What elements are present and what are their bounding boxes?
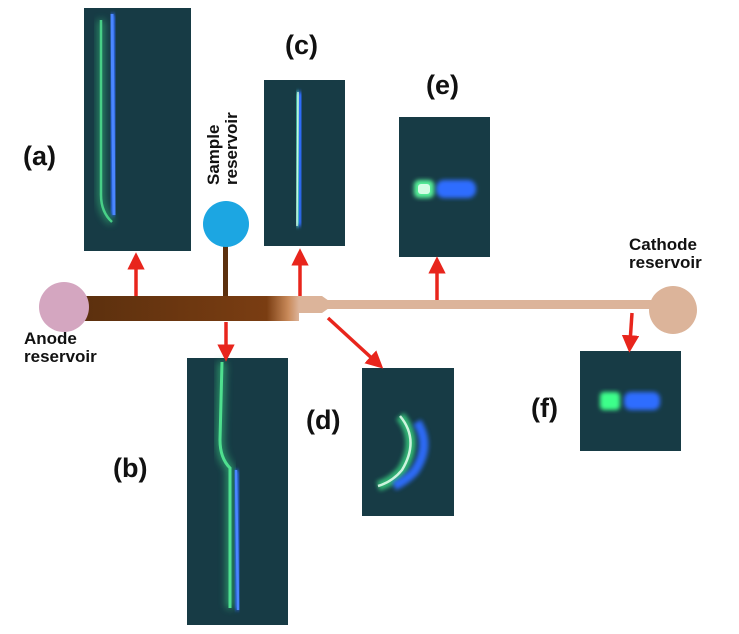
image-panel-f: [580, 351, 681, 451]
anode-side-channel: [84, 296, 299, 321]
sample-reservoir: [203, 201, 249, 247]
band-blue-core: [110, 13, 116, 216]
panel-label-c: (c): [285, 30, 318, 60]
cathode-label-line1: Cathode: [629, 235, 697, 254]
panel-label-a: (a): [23, 141, 56, 171]
cathode-side-channel: [318, 300, 656, 309]
cathode-label-line2: reservoir: [629, 252, 702, 272]
band-blue: [392, 419, 429, 491]
sample-inlet-channel: [223, 243, 228, 297]
anode-reservoir-label: Anode reservoir: [24, 330, 97, 366]
band-core: [377, 415, 412, 488]
anode-label-line2: reservoir: [24, 346, 97, 366]
channel-system: [39, 201, 697, 334]
image-panel-c: [264, 80, 345, 246]
panel-label-b: (b): [113, 453, 148, 483]
panel-label-d: (d): [306, 405, 341, 435]
image-panel-d: [362, 368, 454, 516]
image-panel-a: [84, 8, 191, 251]
panel-label-e: (e): [426, 70, 459, 100]
band-green-core: [99, 20, 113, 223]
arrow-to-d: [326, 316, 384, 369]
band-blue: [436, 180, 476, 198]
image-panel-b: [187, 358, 288, 625]
sample-label-line1: Sample: [204, 124, 223, 185]
image-panel-e: [399, 117, 490, 257]
cathode-reservoir: [649, 286, 697, 334]
band-core: [296, 91, 299, 227]
band-green: [600, 392, 620, 410]
sample-label-line2: reservoir: [221, 112, 241, 185]
cathode-reservoir-label: Cathode reservoir: [629, 236, 702, 272]
sample-reservoir-label: Sample reservoir: [204, 112, 241, 185]
arrows: [127, 248, 640, 369]
band-core: [418, 184, 430, 194]
channel-taper: [295, 296, 334, 313]
band-green-core: [218, 361, 232, 608]
panel-label-f: (f): [531, 393, 558, 423]
arrow-to-f: [621, 312, 640, 353]
band-blue: [624, 392, 660, 410]
band-blue-core: [234, 469, 240, 611]
anode-reservoir: [39, 282, 89, 332]
anode-label-line1: Anode: [24, 329, 77, 348]
